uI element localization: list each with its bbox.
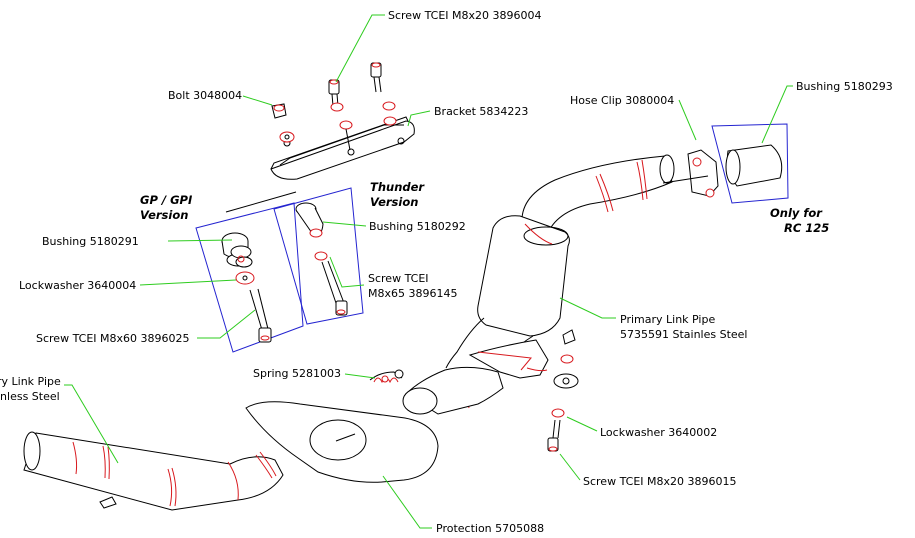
label-screw-m8x20-bottom: Screw TCEI M8x20 3896015 <box>583 475 737 488</box>
label-only-rc125-line2: RC 125 <box>784 221 829 235</box>
label-bushing-5180293: Bushing 5180293 <box>796 80 893 93</box>
label-only-rc125: Only for RC 125 <box>770 206 829 235</box>
secondary-link-pipe-part <box>23 431 284 511</box>
label-secondary-link-pipe-line1: ry Link Pipe <box>0 375 61 388</box>
label-screw-m8x65-line1: Screw TCEI <box>368 272 429 285</box>
spring-5281003-part <box>369 369 404 384</box>
label-screw-top: Screw TCEI M8x20 3896004 <box>388 9 542 22</box>
label-thunder-version-line2: Version <box>370 195 418 209</box>
rc125-option-box <box>711 123 789 204</box>
label-secondary-link-pipe-line2: inless Steel <box>0 390 60 403</box>
bracket-arm <box>225 191 297 213</box>
lockwasher-3640004-part <box>235 271 255 285</box>
lower-mount-parts <box>547 329 579 452</box>
label-gp-version-line1: GP / GPI <box>140 193 193 207</box>
label-primary-link-pipe-line2: 5735591 Stainles Steel <box>620 328 748 341</box>
label-lockwasher-3640002: Lockwasher 3640002 <box>600 426 717 439</box>
label-thunder-version-line1: Thunder <box>370 180 425 194</box>
screw-m8x60-part <box>249 288 272 343</box>
label-primary-link-pipe-line1: Primary Link Pipe <box>620 313 715 326</box>
label-gp-version: GP / GPI Version <box>140 193 196 222</box>
label-gp-version-line2: Version <box>140 208 188 222</box>
thunder-version-box <box>273 187 364 325</box>
label-bushing-5180292: Bushing 5180292 <box>369 220 466 233</box>
label-bracket: Bracket 5834223 <box>434 105 528 118</box>
label-screw-m8x65-line2: M8x65 3896145 <box>368 287 457 300</box>
label-bushing-5180291: Bushing 5180291 <box>42 235 139 248</box>
label-bolt: Bolt 3048004 <box>168 89 242 102</box>
screw-m8x65-part <box>314 251 348 316</box>
bushing-5180291-part <box>221 232 253 268</box>
primary-link-pipe-part <box>402 154 675 415</box>
screw-m8x20-top-parts <box>328 62 397 151</box>
label-only-rc125-line1: Only for <box>770 206 823 220</box>
label-hose-clip: Hose Clip 3080004 <box>570 94 674 107</box>
label-secondary-link-pipe: ry Link Pipe inless Steel <box>0 375 64 403</box>
hose-clip-3080004-part <box>662 149 719 198</box>
label-screw-m8x60: Screw TCEI M8x60 3896025 <box>36 332 190 345</box>
label-spring: Spring 5281003 <box>253 367 341 380</box>
bushing-5180292-part <box>295 202 324 238</box>
bushing-5180293-part <box>725 144 783 187</box>
label-lockwasher-3640004: Lockwasher 3640004 <box>19 279 136 292</box>
protection-5705088-part <box>245 401 439 483</box>
label-thunder-version: Thunder Version <box>370 180 428 209</box>
gp-version-box <box>195 202 304 353</box>
bracket-part <box>270 116 415 180</box>
label-protection: Protection 5705088 <box>436 522 544 535</box>
leader-lines <box>64 14 793 529</box>
bolt-3048004-part <box>271 103 295 143</box>
label-primary-link-pipe: Primary Link Pipe 5735591 Stainles Steel <box>620 313 748 341</box>
label-screw-m8x65: Screw TCEI M8x65 3896145 <box>368 272 457 300</box>
